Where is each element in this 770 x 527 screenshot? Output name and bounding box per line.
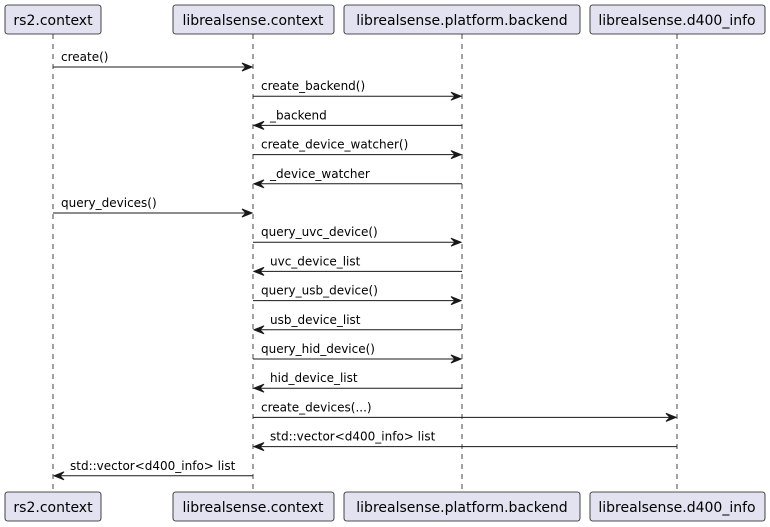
message-9: query_usb_device() [253,284,463,306]
participant-d400-top: librealsense.d400_info [589,4,766,35]
arrowhead-icon [241,208,254,218]
participant-box-rs2 [4,4,102,35]
arrowhead-icon [450,296,463,306]
message-label: hid_device_list [270,371,358,385]
participant-ctx-bottom: librealsense.context [172,491,335,522]
participant-label-ctx: librealsense.context [182,13,324,29]
message-12: hid_device_list [252,371,462,393]
message-13: create_devices(...) [253,400,678,422]
message-2: create_backend() [253,79,463,101]
message-label: create_backend() [261,79,365,93]
arrowhead-icon [450,354,463,364]
message-4: create_device_watcher() [253,138,463,160]
participant-ctx-top: librealsense.context [172,4,335,35]
message-label: query_uvc_device() [261,225,378,239]
arrowhead-icon [450,150,463,160]
message-label: query_devices() [61,196,157,210]
arrowhead-icon [252,442,265,452]
participant-backend-bottom: librealsense.platform.backend [343,491,581,522]
participant-box-ctx [172,491,335,522]
message-label: _device_watcher [269,167,370,181]
message-label: create() [61,50,108,64]
participant-box-d400 [589,4,766,35]
arrowhead-icon [252,120,265,130]
arrowhead-icon [450,91,463,101]
message-3: _backend [252,108,462,130]
participant-box-backend [343,4,581,35]
participant-label-rs2: rs2.context [13,500,93,516]
participant-box-rs2 [4,491,102,522]
participant-d400-bottom: librealsense.d400_info [589,491,766,522]
arrowhead-icon [252,179,265,189]
message-6: query_devices() [53,196,254,218]
message-15: std::vector<d400_info> list [52,459,253,481]
message-label: create_devices(...) [261,400,372,414]
arrowhead-icon [252,383,265,393]
arrowhead-icon [241,62,254,72]
message-1: create() [53,50,254,72]
message-label: std::vector<d400_info> list [270,430,436,444]
message-10: usb_device_list [252,313,462,335]
participant-box-backend [343,491,581,522]
message-11: query_hid_device() [253,342,463,364]
message-label: _backend [269,108,327,122]
message-label: usb_device_list [270,313,361,327]
participant-label-d400: librealsense.d400_info [598,13,755,29]
participant-label-rs2: rs2.context [13,13,93,29]
message-5: _device_watcher [252,167,462,189]
participant-rs2-top: rs2.context [4,4,102,35]
message-7: query_uvc_device() [253,225,463,247]
participant-label-d400: librealsense.d400_info [598,500,755,516]
participant-rs2-bottom: rs2.context [4,491,102,522]
participant-label-ctx: librealsense.context [182,500,324,516]
message-8: uvc_device_list [252,254,462,276]
arrowhead-icon [52,471,65,481]
participant-label-backend: librealsense.platform.backend [356,500,567,516]
message-14: std::vector<d400_info> list [252,430,677,452]
arrowhead-icon [252,325,265,335]
message-label: query_usb_device() [261,284,378,298]
message-label: uvc_device_list [270,254,361,268]
message-label: std::vector<d400_info> list [70,459,236,473]
arrowhead-icon [252,266,265,276]
message-label: create_device_watcher() [261,138,408,152]
arrowhead-icon [665,412,678,422]
participant-label-backend: librealsense.platform.backend [356,13,567,29]
participant-box-ctx [172,4,335,35]
message-label: query_hid_device() [261,342,375,356]
arrowhead-icon [450,237,463,247]
participant-box-d400 [589,491,766,522]
participant-backend-top: librealsense.platform.backend [343,4,581,35]
